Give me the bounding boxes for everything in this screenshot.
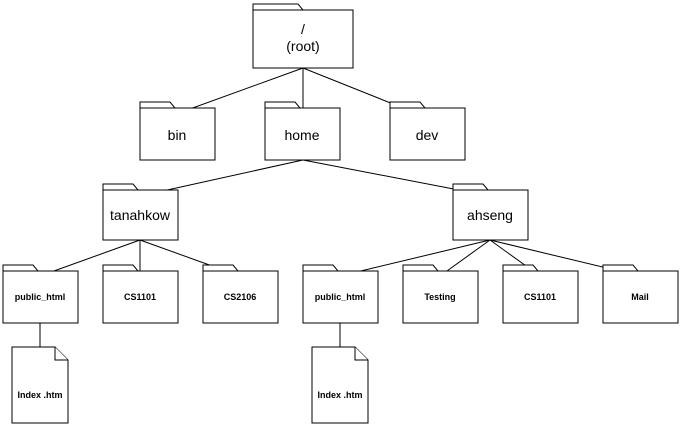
folder-tanahkow-label: tanahkow — [110, 207, 171, 223]
folder-ahseng-mail[interactable]: Mail — [602, 264, 679, 324]
file-ahseng-index-label: Index .htm — [317, 390, 362, 400]
folder-ahseng-cs1101-label: CS1101 — [524, 292, 556, 302]
folder-tanahkow[interactable]: tanahkow — [102, 183, 179, 241]
folder-home[interactable]: home — [264, 101, 341, 161]
folder-ahseng-public-html-label: public_html — [315, 292, 366, 302]
folder-root-name: / — [301, 21, 305, 37]
folder-tanahkow-cs1101[interactable]: CS1101 — [102, 264, 179, 324]
folder-ahseng-label: ahseng — [467, 207, 513, 223]
edge-tanahkow-public-html — [39, 239, 141, 277]
folder-dev-label: dev — [416, 127, 439, 143]
folder-bin[interactable]: bin — [139, 101, 216, 161]
folder-ahseng-testing-label: Testing — [424, 292, 455, 302]
folder-root-label: (root) — [286, 38, 319, 54]
tree-edges — [39, 67, 641, 347]
folder-home-label: home — [284, 127, 319, 143]
folder-ahseng-testing[interactable]: Testing — [402, 264, 479, 324]
folder-root[interactable]: / (root) — [252, 3, 354, 69]
folder-ahseng-public-html[interactable]: public_html — [302, 264, 379, 324]
folder-dev[interactable]: dev — [389, 101, 466, 161]
folder-tanahkow-cs2106-label: CS2106 — [224, 292, 257, 302]
folder-tanahkow-cs2106[interactable]: CS2106 — [202, 264, 279, 324]
folder-ahseng-cs1101[interactable]: CS1101 — [502, 264, 579, 324]
file-tanahkow-index-htm[interactable]: Index .htm — [11, 346, 69, 424]
folder-bin-label: bin — [168, 127, 187, 143]
edge-ahseng-testing — [439, 239, 491, 277]
edge-ahseng-public-html — [339, 239, 491, 277]
file-ahseng-index-htm[interactable]: Index .htm — [311, 346, 369, 424]
folder-ahseng[interactable]: ahseng — [452, 183, 529, 241]
folder-ahseng-mail-label: Mail — [631, 292, 649, 302]
folder-tanahkow-public-html[interactable]: public_html — [2, 264, 79, 324]
folder-tanahkow-public-html-label: public_html — [15, 292, 66, 302]
file-tanahkow-index-label: Index .htm — [17, 390, 62, 400]
folder-tanahkow-cs1101-label: CS1101 — [124, 292, 156, 302]
